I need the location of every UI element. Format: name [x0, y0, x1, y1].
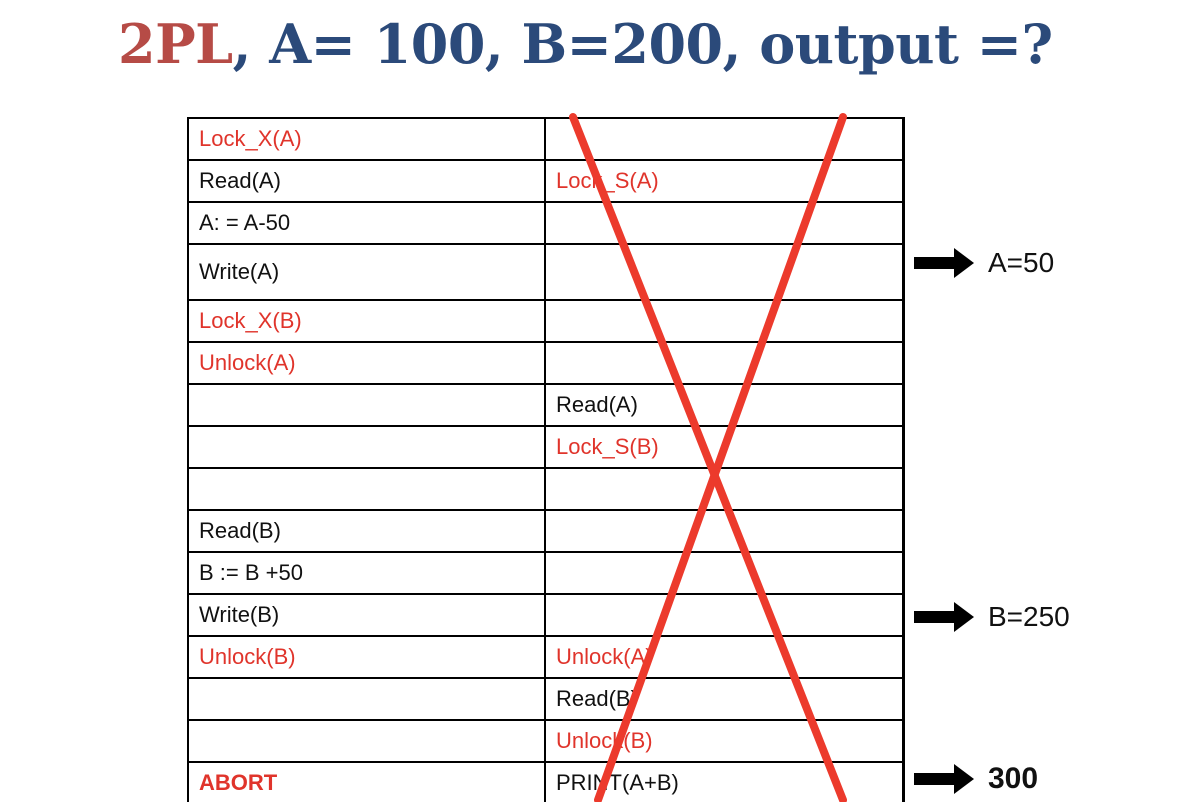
table-column-border: [187, 117, 189, 802]
transaction-2-cell: PRINT(A+B): [556, 770, 679, 795]
transaction-1-cell: Lock_X(A): [199, 126, 302, 151]
annotation-a: A=50: [914, 243, 1054, 283]
transaction-2-cell: Read(A): [556, 392, 638, 417]
transaction-1-cell: Write(A): [199, 259, 280, 284]
transaction-1-cell: Write(B): [199, 602, 280, 627]
transaction-1-cell: ABORT: [199, 770, 278, 795]
right-arrow-icon: [914, 602, 974, 632]
annotation-text: B=250: [988, 601, 1070, 632]
table-row: Lock_X(A): [187, 117, 905, 159]
transaction-1-cell: [187, 469, 544, 509]
annotation-b: B=250: [914, 597, 1070, 637]
transaction-1-cell: [187, 427, 544, 467]
transaction-1-cell: A: = A-50: [199, 210, 291, 235]
annotation-text: 300: [988, 762, 1039, 795]
right-arrow-icon: [914, 248, 974, 278]
transaction-2-cell: [544, 553, 905, 593]
table-row: B := B +50: [187, 551, 905, 593]
transaction-1-cell: [187, 679, 544, 719]
transaction-2-cell: Unlock(A): [556, 644, 653, 669]
transaction-2-cell: [544, 511, 905, 551]
table-row: Unlock(A): [187, 341, 905, 383]
transaction-1-cell: B := B +50: [199, 560, 303, 585]
transaction-2-cell: Lock_S(A): [556, 168, 659, 193]
annotation-text: A=50: [988, 247, 1055, 278]
slide-title: 2PL, A= 100, B=200, output =?: [118, 12, 1118, 76]
table-row: Read(B): [187, 509, 905, 551]
transaction-2-cell: [544, 469, 905, 509]
transaction-2-cell: Lock_S(B): [556, 434, 659, 459]
annotation-output: 300: [914, 759, 1038, 799]
transaction-1-cell: Lock_X(B): [199, 308, 302, 333]
transaction-2-cell: [544, 203, 905, 243]
table-row: A: = A-50: [187, 201, 905, 243]
transaction-2-cell: Unlock(B): [556, 728, 653, 753]
table-row: Unlock(B) Unlock(A): [187, 635, 905, 677]
table-row: Read(A) Lock_S(A): [187, 159, 905, 201]
table-row: Write(B): [187, 593, 905, 635]
transaction-2-cell: [544, 343, 905, 383]
table-row: Read(A): [187, 383, 905, 425]
transaction-1-cell: Read(B): [199, 518, 281, 543]
table-row: Read(B): [187, 677, 905, 719]
transaction-2-cell: [544, 245, 905, 299]
transaction-2-cell: [544, 301, 905, 341]
transaction-1-cell: Unlock(B): [199, 644, 296, 669]
transaction-1-cell: [187, 385, 544, 425]
table-row: Lock_S(B): [187, 425, 905, 467]
title-rest: , A= 100, B=200, output =?: [232, 12, 1053, 76]
table-column-border: [544, 117, 546, 802]
transaction-1-cell: Read(A): [199, 168, 281, 193]
title-highlight: 2PL: [118, 12, 233, 76]
table-row: Write(A): [187, 243, 905, 299]
table-row: Lock_X(B): [187, 299, 905, 341]
transaction-2-cell: [544, 119, 905, 159]
transaction-2-cell: [544, 595, 905, 635]
transaction-1-cell: [187, 721, 544, 761]
right-arrow-icon: [914, 764, 974, 794]
table-column-border: [902, 117, 905, 802]
transaction-1-cell: Unlock(A): [199, 350, 296, 375]
table-row: [187, 467, 905, 509]
transaction-2-cell: Read(B): [556, 686, 638, 711]
table-row: Unlock(B): [187, 719, 905, 761]
table-row: ABORT PRINT(A+B): [187, 761, 905, 803]
